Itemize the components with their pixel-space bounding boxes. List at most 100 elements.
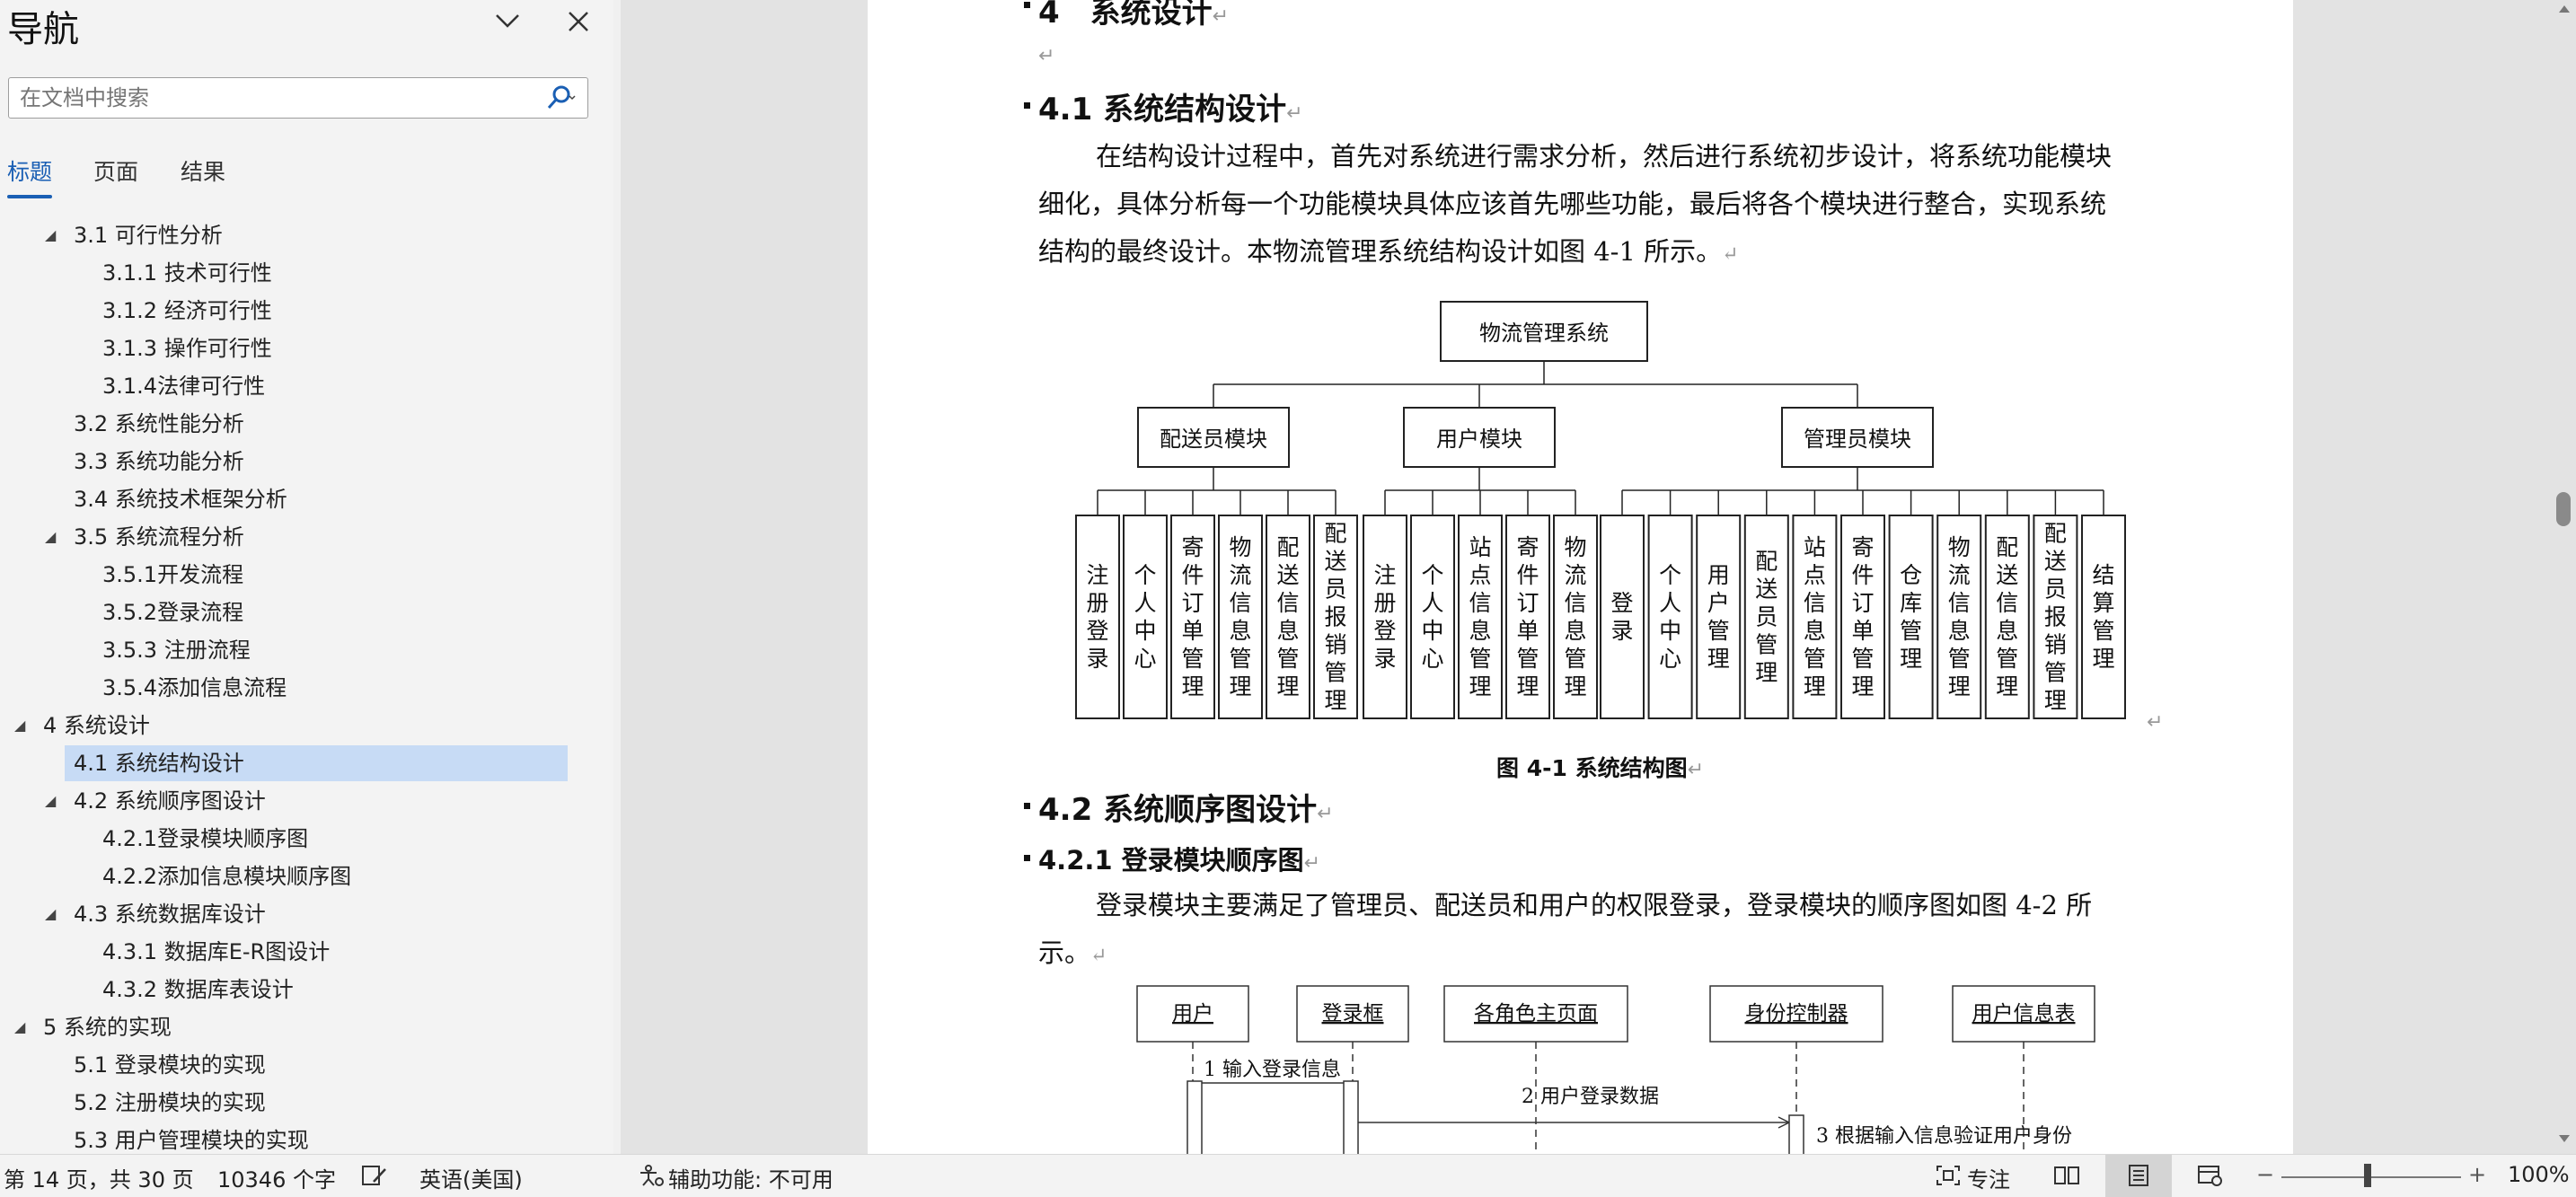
close-icon[interactable] (566, 5, 591, 42)
zoom-level[interactable]: 100% (2508, 1162, 2570, 1187)
tree-item[interactable]: 4.2.2添加信息模块顺序图 (0, 858, 613, 894)
tree-item-label: 4.3.1 数据库E-R图设计 (102, 939, 331, 964)
expand-triangle-icon[interactable]: ◢ (14, 1018, 26, 1035)
search-icon[interactable] (546, 84, 577, 112)
tab-results[interactable]: 结果 (181, 159, 226, 185)
module-box (1403, 407, 1556, 468)
expand-triangle-icon[interactable]: ◢ (45, 528, 57, 545)
leaf-box (1792, 515, 1838, 719)
tree-item[interactable]: 3.1.3 操作可行性 (0, 330, 613, 366)
root-label: 物流管理系统 (1479, 321, 1609, 346)
paragraph-mark: ↵ (1687, 759, 1705, 781)
tree-item-label: 3.4 系统技术框架分析 (74, 487, 287, 512)
search-box[interactable] (8, 77, 588, 119)
leaf-box (1984, 515, 2030, 719)
page-count[interactable]: 第 14 页，共 30 页 (4, 1167, 194, 1193)
paragraph-mark: ↵ (1286, 102, 1303, 125)
zoom-slider[interactable] (2281, 1176, 2461, 1178)
scrollbar-thumb[interactable] (2556, 492, 2571, 526)
activation-bar (1187, 1080, 1203, 1163)
document-page[interactable]: 4 系统设计↵ ↵ 4.1 系统结构设计↵ 在结构设计过程中，首先对系统进行需求… (868, 0, 2293, 1170)
leaf-box (1600, 515, 1645, 719)
heading-marker (1024, 855, 1030, 861)
word-count[interactable]: 10346 个字 (217, 1167, 336, 1193)
tree-item[interactable]: 4.3.1 数据库E-R图设计 (0, 934, 613, 970)
tree-item-label: 3.5.4添加信息流程 (102, 675, 287, 700)
root-box (1440, 301, 1648, 362)
zoom-in-button[interactable]: + (2468, 1162, 2487, 1187)
expand-triangle-icon[interactable]: ◢ (45, 905, 57, 922)
paragraph-structure: 在结构设计过程中，首先对系统进行需求分析，然后进行系统初步设计，将系统功能模块细… (1038, 141, 2113, 267)
print-layout-icon[interactable] (2125, 1164, 2152, 1193)
tree-item-label: 4.2.1登录模块顺序图 (102, 826, 309, 851)
tree-item[interactable]: 3.3 系统功能分析 (0, 444, 613, 480)
leaf-box (2081, 515, 2126, 719)
tree-item[interactable]: 4.3.2 数据库表设计 (0, 972, 613, 1008)
accessibility-icon[interactable] (638, 1164, 665, 1193)
leaf-label: 用户管理 (1707, 562, 1730, 672)
leaf-box (1696, 515, 1742, 719)
figure-caption: 图 4-1 系统结构图↵ (1496, 755, 1705, 781)
tree-item[interactable]: 3.2 系统性能分析 (0, 406, 613, 442)
tree-item[interactable]: 5.1 登录模块的实现 (0, 1047, 613, 1083)
focus-icon[interactable] (1935, 1164, 1962, 1193)
paragraph-mark: ↵ (1722, 243, 1739, 266)
heading-4-2-1: 4.2.1 登录模块顺序图↵ (1038, 845, 1321, 876)
web-layout-icon[interactable] (2197, 1164, 2224, 1193)
tree-item-label: 3.1.3 操作可行性 (102, 336, 272, 361)
tab-headings[interactable]: 标题 (7, 154, 53, 198)
tab-pages[interactable]: 页面 (93, 159, 139, 185)
paragraph-mark: ↵ (1317, 803, 1334, 825)
focus-mode[interactable]: 专注 (1967, 1167, 2010, 1193)
tree-item[interactable]: 3.1.4法律可行性 (0, 368, 613, 404)
accessibility-status[interactable]: 辅助功能: 不可用 (668, 1167, 834, 1193)
nav-scrollbar[interactable] (613, 0, 621, 1154)
tree-item-label: 3.5 系统流程分析 (74, 524, 244, 550)
tree-item[interactable]: 3.4 系统技术框架分析 (0, 481, 613, 517)
tree-item[interactable]: 3.5.4添加信息流程 (0, 670, 613, 706)
leaf-box (1266, 515, 1310, 719)
tree-item[interactable]: 3.5.1开发流程 (0, 557, 613, 593)
expand-triangle-icon[interactable]: ◢ (45, 792, 57, 809)
scroll-up-arrow-icon[interactable] (2558, 4, 2571, 14)
activation-bar (1343, 1080, 1359, 1163)
leaf-box (1458, 515, 1503, 719)
expand-triangle-icon[interactable]: ◢ (14, 717, 26, 734)
message-label: 1 输入登录信息 (1204, 1059, 1341, 1081)
tree-item[interactable]: 5.2 注册模块的实现 (0, 1085, 613, 1121)
tree-item[interactable]: ◢ 5 系统的实现 (0, 1009, 613, 1045)
read-mode-icon[interactable] (2053, 1164, 2080, 1193)
tree-item[interactable]: 3.1.1 技术可行性 (0, 255, 613, 291)
vertical-scrollbar[interactable] (2553, 0, 2576, 1154)
zoom-out-button[interactable]: − (2256, 1162, 2275, 1187)
actor-box (1296, 985, 1409, 1043)
tree-item-label: 5 系统的实现 (43, 1015, 172, 1040)
actor-box (1952, 985, 2095, 1043)
tree-item[interactable]: 5.3 用户管理模块的实现 (0, 1122, 613, 1158)
tree-item[interactable]: 4.2.1登录模块顺序图 (0, 821, 613, 857)
language[interactable]: 英语(美国) (419, 1167, 523, 1193)
tree-item[interactable]: ◢4 系统设计 (0, 708, 613, 744)
actor-label: 用户 (1172, 1002, 1213, 1025)
tree-item-label: 5.3 用户管理模块的实现 (74, 1128, 309, 1153)
scroll-down-arrow-icon[interactable] (2558, 1133, 2571, 1144)
tree-item[interactable]: ◢3.1 可行性分析 (0, 217, 613, 253)
tree-item[interactable]: ◢4.3 系统数据库设计 (0, 896, 613, 932)
tree-item[interactable]: 4.1 系统结构设计 (65, 745, 568, 781)
search-input[interactable] (18, 84, 525, 112)
tree-item[interactable]: 3.5.2登录流程 (0, 594, 613, 630)
chevron-down-icon[interactable] (492, 5, 523, 44)
tree-item[interactable]: ◢ 4.2 系统顺序图设计 (0, 783, 613, 819)
zoom-slider-thumb[interactable] (2364, 1164, 2371, 1187)
proofing-icon[interactable] (361, 1164, 388, 1193)
tree-item-label: 4.2 系统顺序图设计 (74, 788, 266, 814)
message-label: 2 用户登录数据 (1522, 1086, 1659, 1108)
tree-item-label: 5.2 注册模块的实现 (74, 1090, 266, 1115)
leaf-label: 注册登录 (1086, 562, 1108, 672)
tree-item[interactable]: 3.1.2 经济可行性 (0, 293, 613, 329)
expand-triangle-icon[interactable]: ◢ (45, 226, 57, 243)
tree-item[interactable]: ◢ 3.5 系统流程分析 (0, 519, 613, 555)
leaf-label: 配送信息管理 (1276, 534, 1299, 700)
tree-item[interactable]: 3.5.3 注册流程 (0, 632, 613, 668)
tree-item-label: 4.3.2 数据库表设计 (102, 977, 294, 1002)
